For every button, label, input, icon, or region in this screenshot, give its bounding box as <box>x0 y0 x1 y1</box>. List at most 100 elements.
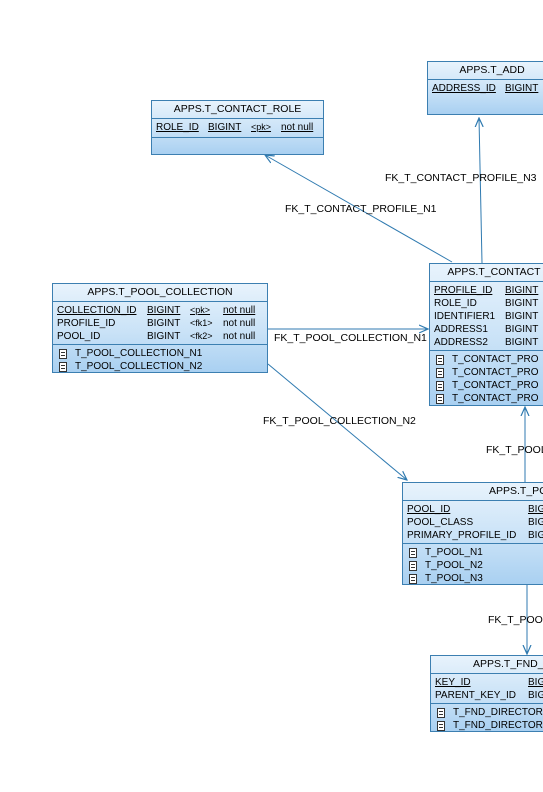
column-row: KEY_ID BIG <box>435 676 543 689</box>
index-icon <box>436 381 444 391</box>
entity-columns: POOL_ID BIG POOL_CLASS BIG PRIMARY_PROFI… <box>403 501 543 544</box>
column-row: POOL_CLASS BIG <box>407 516 543 529</box>
entity-contact-profile[interactable]: APPS.T_CONTACT PROFILE_ID BIGINT ROLE_ID… <box>429 263 543 406</box>
column-row: ADDRESS_ID BIGINT <box>432 82 543 95</box>
entity-fnd[interactable]: APPS.T_FND_ KEY_ID BIG PARENT_KEY_ID BIG… <box>430 655 543 732</box>
entity-columns: COLLECTION_ID BIGINT <pk> not null PROFI… <box>53 302 267 345</box>
entity-title: APPS.T_FND_ <box>431 656 543 674</box>
index-name: T_POOL_COLLECTION_N2 <box>75 361 203 372</box>
column-type: BIGINT <box>505 298 539 309</box>
index-name: T_FND_DIRECTOR <box>453 720 543 731</box>
column-type: BIGINT <box>505 324 539 335</box>
index-icon <box>436 368 444 378</box>
column-row: POOL_ID BIGINT <fk2> not null <box>57 330 263 343</box>
entity-indexes: T_POOL_N1 T_POOL_N2 T_POOL_N3 <box>403 544 543 586</box>
column-type: BIGINT <box>505 311 539 322</box>
entity-columns: KEY_ID BIG PARENT_KEY_ID BIG <box>431 674 543 704</box>
column-name: POOL_ID <box>407 504 451 515</box>
column-name: KEY_ID <box>435 677 471 688</box>
entity-indexes: T_FND_DIRECTOR T_FND_DIRECTOR <box>431 704 543 733</box>
fk-line-contact-profile-n3[interactable] <box>479 118 482 264</box>
index-row: T_CONTACT_PRO <box>436 366 543 379</box>
column-name: PRIMARY_PROFILE_ID <box>407 530 517 541</box>
entity-contact-role[interactable]: APPS.T_CONTACT_ROLE ROLE_ID BIGINT <pk> … <box>151 100 324 155</box>
column-key: <fk1> <box>190 318 213 328</box>
index-row: T_POOL_N1 <box>409 546 543 559</box>
entity-pool[interactable]: APPS.T_PO POOL_ID BIG POOL_CLASS BIG PRI… <box>402 482 543 585</box>
entity-title: APPS.T_ADD <box>428 62 543 80</box>
index-row: T_POOL_N3 <box>409 572 543 585</box>
column-key: <pk> <box>190 305 211 315</box>
column-name: ADDRESS2 <box>434 337 488 348</box>
index-name: T_CONTACT_PRO <box>452 367 539 378</box>
fk-label-contact-profile-n1: FK_T_CONTACT_PROFILE_N1 <box>285 203 437 215</box>
column-row: IDENTIFIER1 BIGINT <box>434 310 543 323</box>
column-type: BIGINT <box>505 337 539 348</box>
fk-label-contact-profile-n3: FK_T_CONTACT_PROFILE_N3 <box>385 172 537 184</box>
fk-label-pool-collection-n1: FK_T_POOL_COLLECTION_N1 <box>274 332 427 344</box>
column-nullability: not null <box>223 331 256 342</box>
index-icon <box>436 355 444 365</box>
column-type: BIGINT <box>147 318 181 329</box>
index-name: T_FND_DIRECTOR <box>453 707 543 718</box>
column-name: POOL_ID <box>57 331 101 342</box>
fk-line-pool-collection-n2[interactable] <box>267 363 407 480</box>
index-icon <box>409 561 417 571</box>
entity-address[interactable]: APPS.T_ADD ADDRESS_ID BIGINT <box>427 61 543 115</box>
entity-title: APPS.T_CONTACT <box>430 264 543 282</box>
column-name: ROLE_ID <box>434 298 477 309</box>
index-row: T_POOL_COLLECTION_N2 <box>59 360 263 373</box>
column-type: BIGINT <box>208 122 242 133</box>
column-row: PARENT_KEY_ID BIG <box>435 689 543 702</box>
column-row: ROLE_ID BIGINT <pk> not null <box>156 121 319 134</box>
column-type: BIG <box>528 690 543 701</box>
entity-title: APPS.T_POOL_COLLECTION <box>53 284 267 302</box>
column-key: <pk> <box>251 122 272 132</box>
index-name: T_CONTACT_PRO <box>452 354 539 365</box>
index-icon <box>59 362 67 372</box>
index-row: T_FND_DIRECTOR <box>437 719 543 732</box>
column-name: POOL_CLASS <box>407 517 474 528</box>
entity-columns: ADDRESS_ID BIGINT <box>428 80 543 96</box>
index-row: T_POOL_N2 <box>409 559 543 572</box>
column-row: ADDRESS1 BIGINT <box>434 323 543 336</box>
index-icon <box>59 349 67 359</box>
fk-label-pool-b: FK_T_POO <box>488 614 543 626</box>
column-row: PROFILE_ID BIGINT <box>434 284 543 297</box>
column-name: PROFILE_ID <box>57 318 116 329</box>
fk-label-pool-collection-n2: FK_T_POOL_COLLECTION_N2 <box>263 415 416 427</box>
entity-title: APPS.T_PO <box>403 483 543 501</box>
index-icon <box>437 721 445 731</box>
index-name: T_POOL_N3 <box>425 573 483 584</box>
column-name: PARENT_KEY_ID <box>435 690 516 701</box>
column-row: PRIMARY_PROFILE_ID BIG <box>407 529 543 542</box>
index-icon <box>437 708 445 718</box>
entity-indexes: T_CONTACT_PRO T_CONTACT_PRO T_CONTACT_PR… <box>430 351 543 406</box>
column-type: BIG <box>528 530 543 541</box>
column-row: COLLECTION_ID BIGINT <pk> not null <box>57 304 263 317</box>
index-row: T_CONTACT_PRO <box>436 392 543 405</box>
entity-title: APPS.T_CONTACT_ROLE <box>152 101 323 119</box>
column-key: <fk2> <box>190 331 213 341</box>
column-type: BIGINT <box>505 285 539 296</box>
column-nullability: not null <box>223 318 256 329</box>
column-name: IDENTIFIER1 <box>434 311 496 322</box>
column-type: BIG <box>528 517 543 528</box>
fk-label-pool-a: FK_T_POOL <box>486 444 543 456</box>
entity-indexes: T_POOL_COLLECTION_N1 T_POOL_COLLECTION_N… <box>53 345 267 374</box>
index-name: T_POOL_N2 <box>425 560 483 571</box>
column-name: ROLE_ID <box>156 122 199 133</box>
fk-line-contact-profile-n1[interactable] <box>265 155 453 263</box>
column-name: COLLECTION_ID <box>57 305 137 316</box>
index-name: T_CONTACT_PRO <box>452 380 539 391</box>
entity-pool-collection[interactable]: APPS.T_POOL_COLLECTION COLLECTION_ID BIG… <box>52 283 268 373</box>
index-name: T_CONTACT_PRO <box>452 393 539 404</box>
index-row: T_CONTACT_PRO <box>436 379 543 392</box>
column-row: POOL_ID BIG <box>407 503 543 516</box>
column-name: PROFILE_ID <box>434 285 493 296</box>
index-icon <box>409 548 417 558</box>
index-name: T_POOL_N1 <box>425 547 483 558</box>
column-nullability: not null <box>281 122 314 133</box>
